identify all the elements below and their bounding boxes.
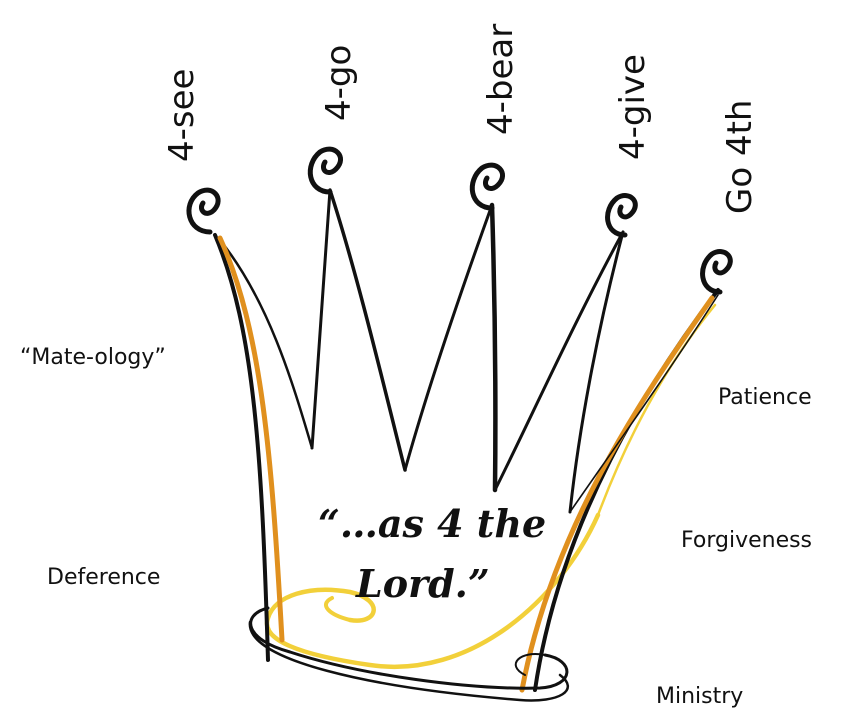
crown-point-2b: [489, 202, 498, 493]
label-forgiveness: Forgiveness: [681, 528, 813, 553]
left-side-stroke-thin: [218, 238, 314, 450]
label-ministry: Ministry: [656, 684, 744, 709]
right-side-stroke-thin: [569, 294, 719, 513]
motto-line-2: Lord.”: [356, 561, 490, 606]
tip-label-2: 4-go: [319, 44, 359, 121]
tip-label-4: 4-give: [613, 54, 653, 160]
tip-label-1: 4-see: [162, 68, 202, 162]
motto-line-1: “…as 4 the: [318, 501, 547, 546]
crown-point-2: [403, 203, 494, 472]
tip-label-3: 4-bear: [481, 23, 521, 135]
yellow-right-stroke: [596, 303, 717, 517]
right-orange-stroke: [519, 295, 715, 693]
left-orange-stroke: [217, 235, 285, 643]
crown-point-3b: [568, 230, 625, 514]
label-patience: Patience: [718, 385, 812, 410]
crown-base: [249, 606, 569, 690]
label-deference: Deference: [47, 565, 161, 590]
yellow-swirl: [264, 512, 601, 669]
label-mate-ology: “Mate-ology”: [20, 345, 166, 370]
crown-base-lower: [248, 620, 569, 702]
crown-point-3: [493, 230, 625, 492]
crown-point-1: [310, 188, 332, 450]
crown-point-1b: [328, 188, 407, 472]
tip-label-5: Go 4th: [720, 99, 760, 214]
yellow-swirl-inner: [324, 596, 352, 622]
spiral-finial-icon: [186, 146, 733, 295]
crown-base-curl: [514, 653, 546, 676]
left-side-stroke: [213, 233, 270, 662]
